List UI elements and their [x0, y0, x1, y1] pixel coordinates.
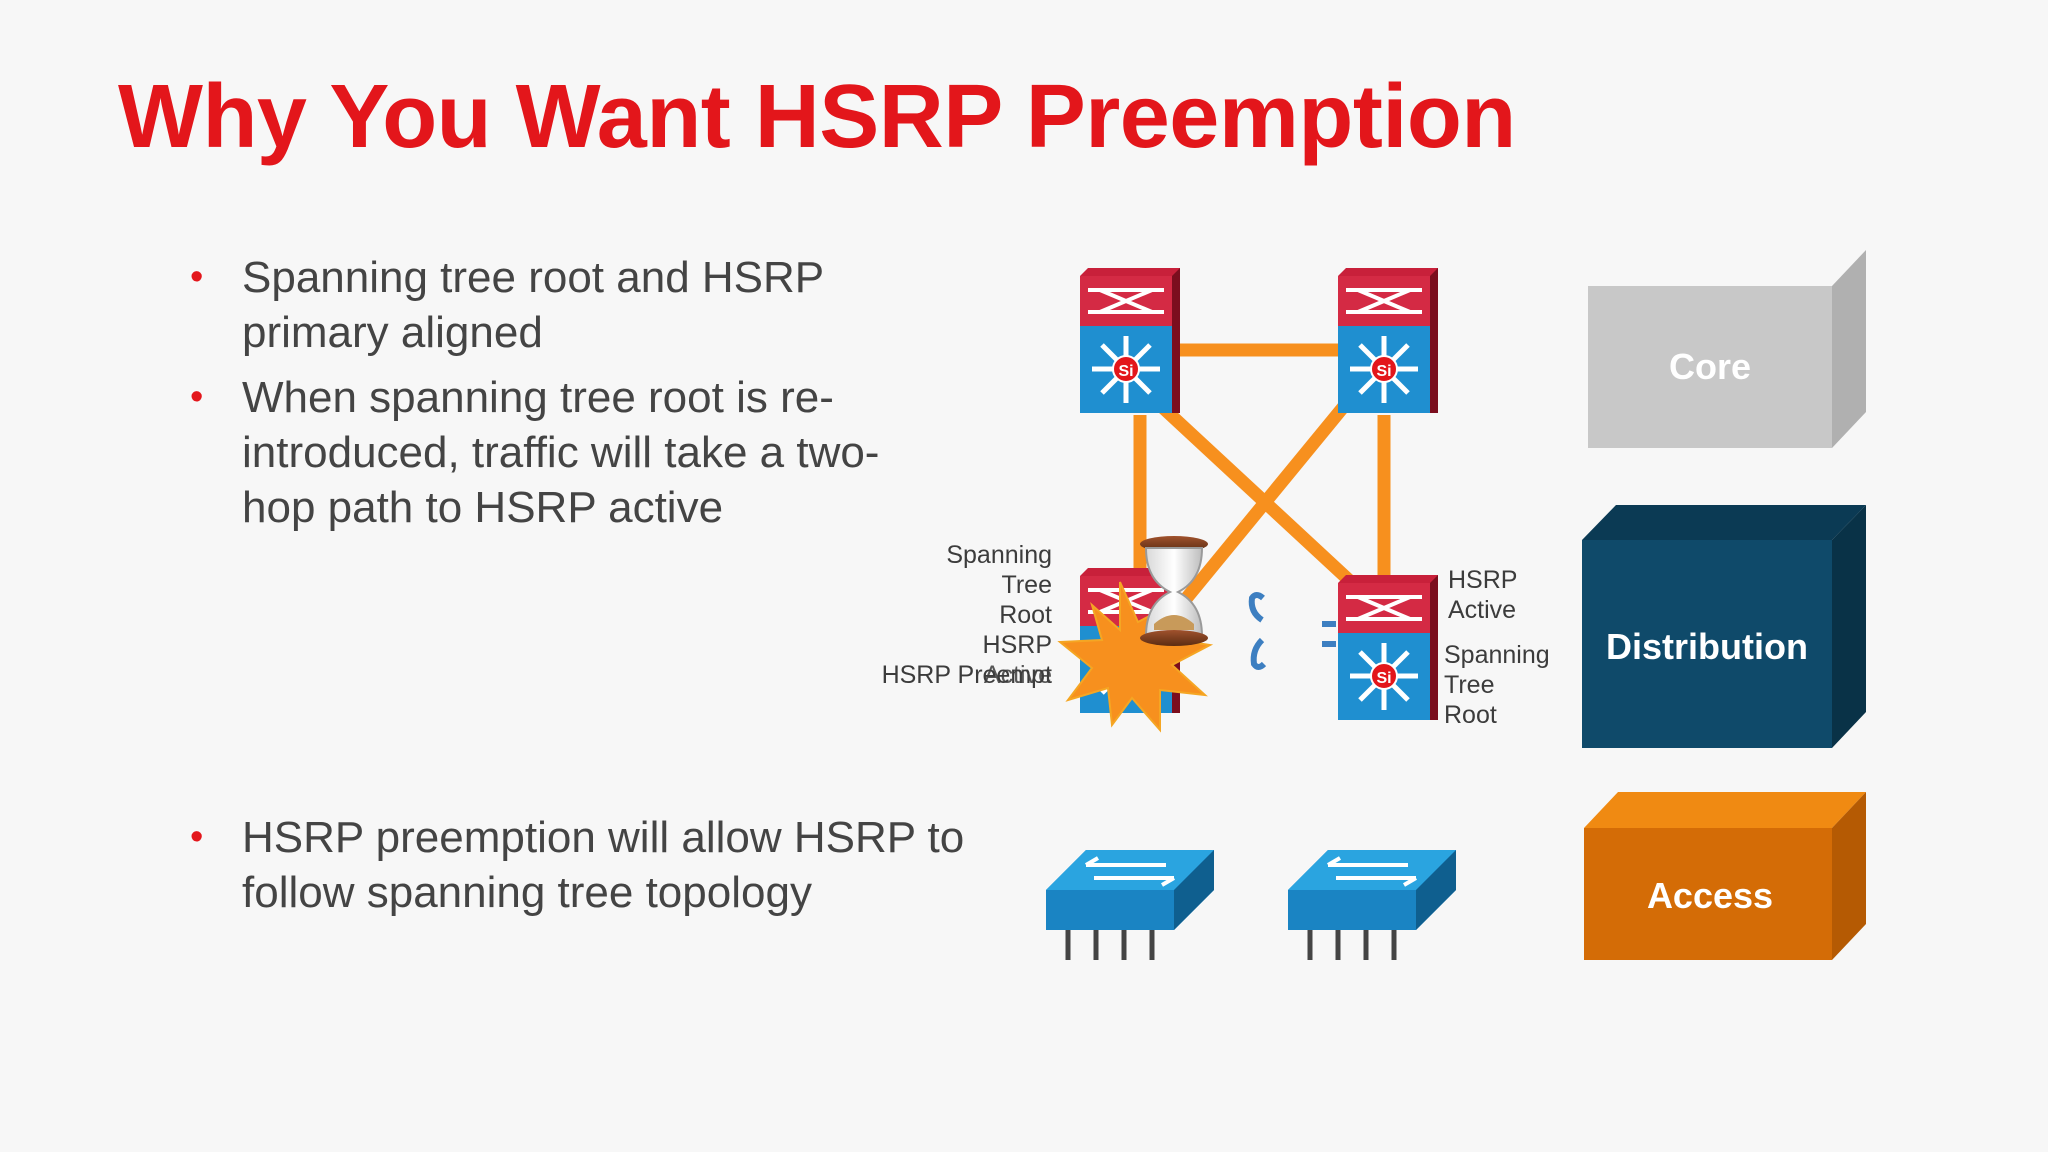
distribution-layer-block	[1582, 505, 1866, 748]
svg-text:Si: Si	[1376, 670, 1391, 687]
access-switch-right-icon	[1288, 850, 1456, 960]
svg-text:Si: Si	[1376, 363, 1391, 380]
label-right-hsrp: HSRP Active	[1448, 566, 1518, 624]
bullet-list-top: •Spanning tree root and HSRP primary ali…	[190, 250, 950, 545]
router-top-right-icon: Si	[1338, 268, 1438, 413]
access-layer-label: Access	[1646, 875, 1774, 916]
network-links	[1133, 343, 1391, 605]
label-hsrp-preempt: HSRP Preempt	[881, 661, 1052, 689]
bullet-dot: •	[190, 256, 204, 298]
label-left-router: Spanning Tree Root HSRP	[946, 541, 1052, 659]
hourglass-icon	[1140, 536, 1208, 646]
bullet-list-bottom: •HSRP preemption will allow HSRP to foll…	[190, 810, 980, 930]
bullet-item: •Spanning tree root and HSRP primary ali…	[190, 250, 950, 360]
convergence-arrows-icon	[1248, 592, 1336, 670]
distribution-layer-label: Distribution	[1606, 626, 1808, 667]
slide-title: Why You Want HSRP Preemption	[118, 67, 1516, 167]
bullet-item: •HSRP preemption will allow HSRP to foll…	[190, 810, 980, 920]
svg-text:Si: Si	[1118, 363, 1133, 380]
bullet-dot: •	[190, 376, 204, 418]
label-right-stp: Spanning Tree Root	[1444, 641, 1550, 729]
core-layer-label: Core	[1668, 346, 1752, 387]
label-left-active: Active	[983, 661, 1052, 689]
access-switch-left-icon	[1046, 850, 1214, 960]
bullet-dot: •	[190, 816, 204, 858]
access-layer-block	[1584, 792, 1866, 960]
link-cross-2	[1179, 400, 1351, 605]
router-top-left-icon: Si	[1080, 268, 1180, 413]
router-bottom-right-icon: Si	[1338, 575, 1438, 720]
core-layer-block	[1588, 250, 1866, 448]
bullet-item: •When spanning tree root is re-introduce…	[190, 370, 950, 535]
